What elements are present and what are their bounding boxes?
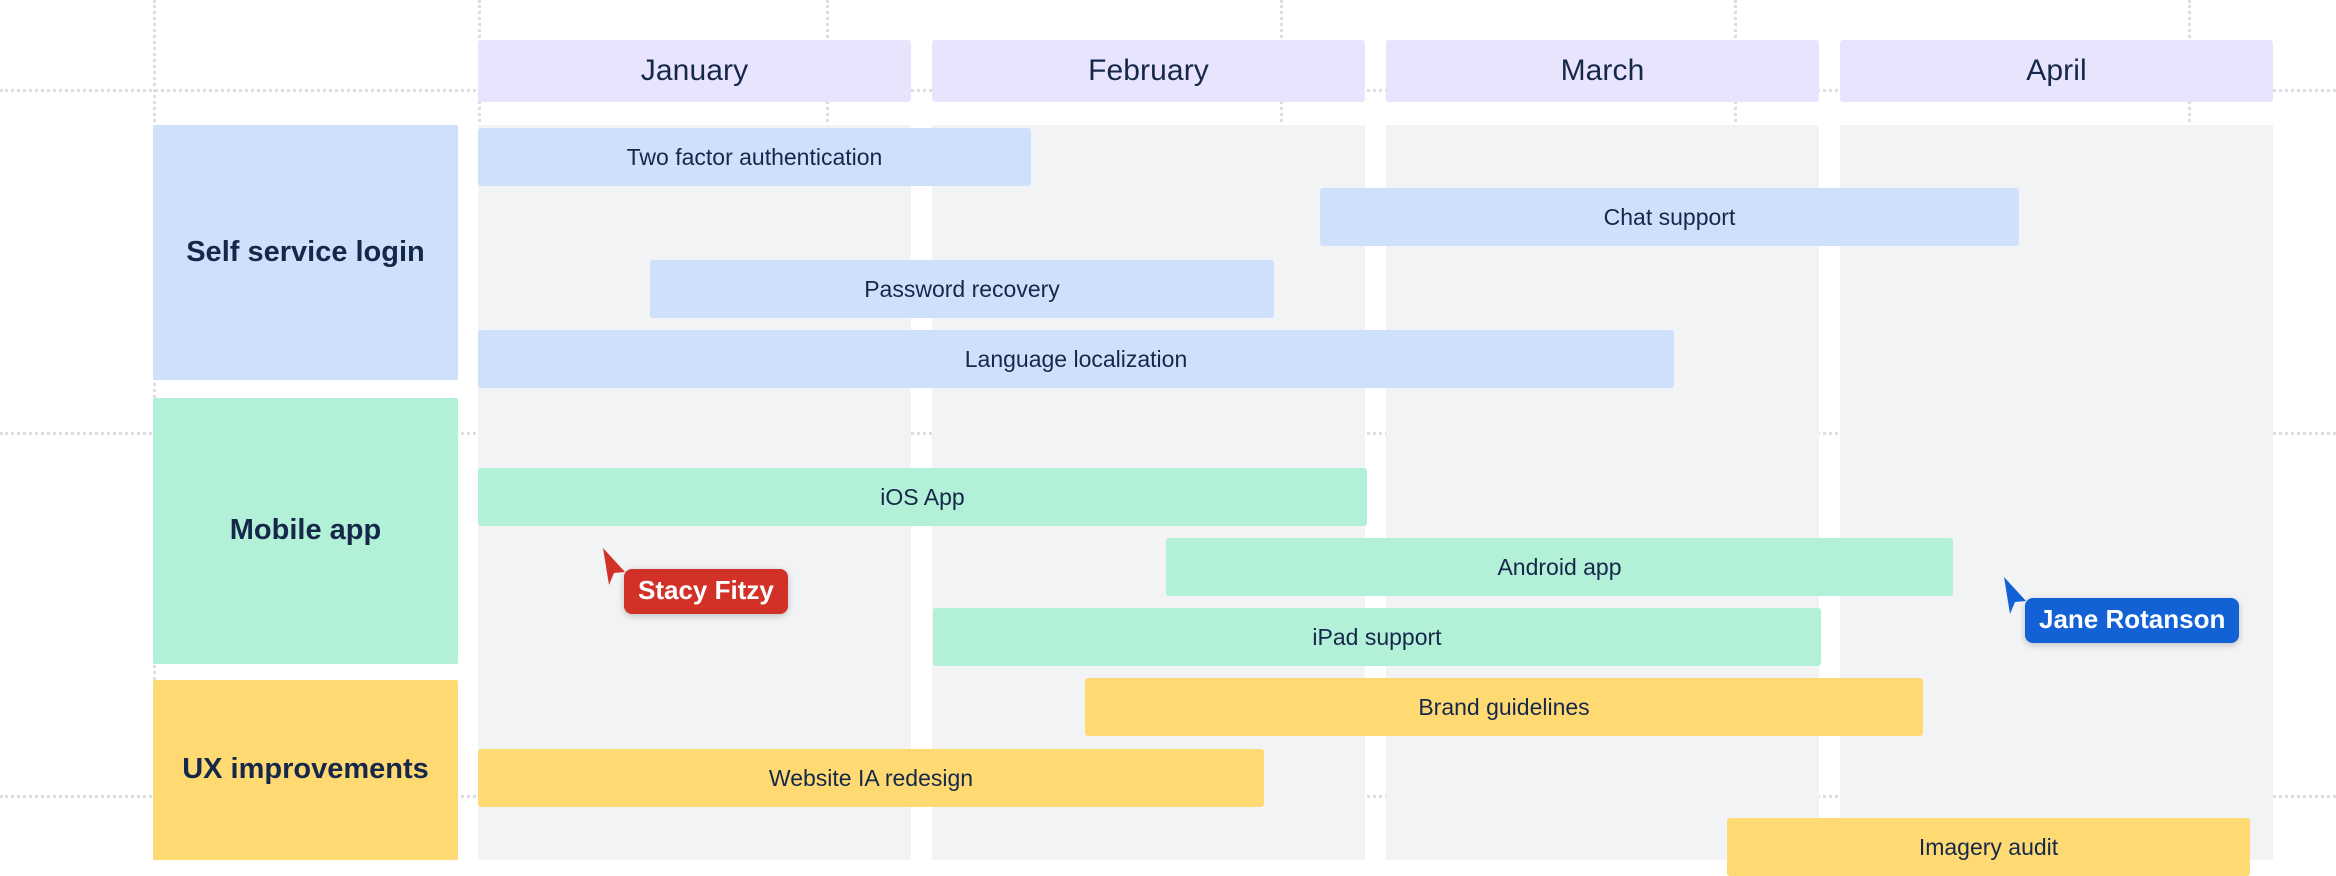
group-label-text: Self service login xyxy=(186,235,425,268)
cursor-name-tag: Stacy Fitzy xyxy=(624,569,788,614)
month-header-label: January xyxy=(640,54,749,87)
month-header-january[interactable]: January xyxy=(478,40,911,102)
task-bar[interactable]: Imagery audit xyxy=(1727,818,2250,876)
month-column-band-march xyxy=(1386,125,1819,860)
task-bar-label: Language localization xyxy=(964,345,1188,372)
cursor-pointer-icon xyxy=(2002,576,2032,616)
task-bar[interactable]: Language localization xyxy=(478,330,1674,388)
task-bar-label: Password recovery xyxy=(864,275,1060,302)
cursor-name-label: Jane Rotanson xyxy=(2039,604,2226,634)
month-header-march[interactable]: March xyxy=(1386,40,1819,102)
task-bar-label: iPad support xyxy=(1312,623,1442,650)
task-bar[interactable]: Two factor authentication xyxy=(478,128,1031,186)
cursor-name-label: Stacy Fitzy xyxy=(638,575,774,605)
cursor-name-tag: Jane Rotanson xyxy=(2025,598,2240,643)
group-label-mobile-app[interactable]: Mobile app xyxy=(153,398,458,664)
month-header-label: February xyxy=(1088,54,1209,87)
task-bar[interactable]: iOS App xyxy=(478,468,1367,526)
task-bar-label: Brand guidelines xyxy=(1418,693,1590,720)
task-bar[interactable]: iPad support xyxy=(933,608,1821,666)
task-bar[interactable]: Website IA redesign xyxy=(478,749,1264,807)
task-bar[interactable]: Android app xyxy=(1166,538,1953,596)
month-header-label: March xyxy=(1560,54,1645,87)
group-label-text: UX improvements xyxy=(182,753,429,786)
task-bar[interactable]: Password recovery xyxy=(650,260,1274,318)
task-bar-label: iOS App xyxy=(880,483,965,510)
task-bar-label: Android app xyxy=(1497,553,1622,580)
group-label-self-service-login[interactable]: Self service login xyxy=(153,125,458,380)
group-label-ux-improvements[interactable]: UX improvements xyxy=(153,680,458,860)
task-bar-label: Chat support xyxy=(1603,203,1736,230)
task-bar[interactable]: Chat support xyxy=(1320,188,2019,246)
task-bar-label: Website IA redesign xyxy=(768,764,974,791)
group-label-text: Mobile app xyxy=(229,514,382,547)
task-bar-label: Imagery audit xyxy=(1918,833,2059,860)
month-column-band-april xyxy=(1840,125,2273,860)
month-header-april[interactable]: April xyxy=(1840,40,2273,102)
task-bar[interactable]: Brand guidelines xyxy=(1085,678,1923,736)
task-bar-label: Two factor authentication xyxy=(626,143,883,170)
month-header-label: April xyxy=(2026,54,2087,87)
cursor-pointer-icon xyxy=(601,547,631,587)
month-header-february[interactable]: February xyxy=(932,40,1365,102)
